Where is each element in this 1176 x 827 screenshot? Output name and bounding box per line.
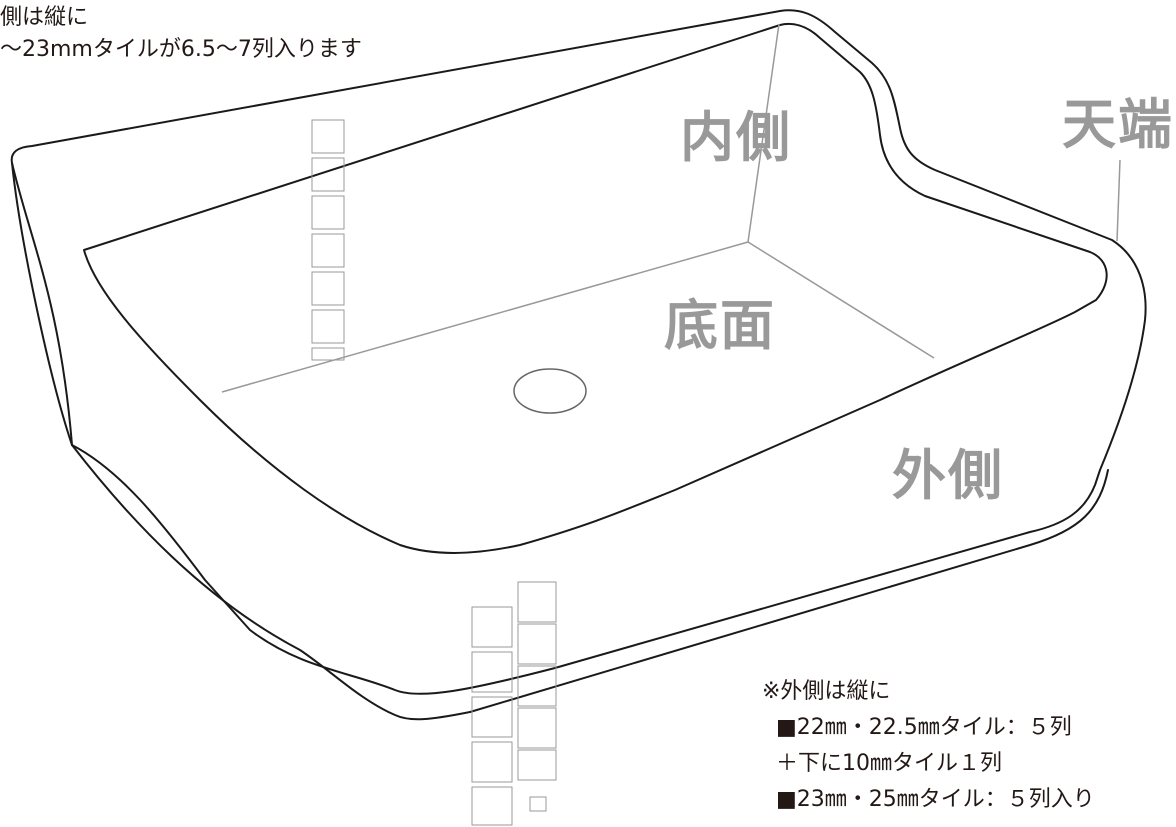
label-top-edge: 天端 — [1062, 93, 1174, 156]
outer-side-note: ※外側は縦に ■22㎜・22.5㎜タイル：５列 ＋下に10㎜タイル１列 ■23㎜… — [762, 674, 1095, 818]
outer-side-note-line-3: ＋下に10㎜タイル１列 — [776, 751, 1002, 776]
inner-rim-outline — [83, 22, 1108, 554]
inner-side-note-line-1: 側は縦に — [0, 5, 89, 30]
drain-hole — [513, 368, 587, 414]
floor-back-edge — [221, 241, 749, 393]
top-edge-leader-line — [1116, 159, 1121, 242]
inner-back-vertical-edge — [747, 23, 780, 243]
outer-wall-tiles — [471, 581, 557, 826]
inner-side-note-line-2: ～23mmタイルが6.5～7列入ります — [0, 37, 362, 62]
outer-side-note-line-1: ※外側は縦に — [762, 679, 891, 704]
outer-side-note-line-2: ■22㎜・22.5㎜タイル：５列 — [776, 715, 1072, 740]
inner-wall-tiles — [311, 119, 345, 361]
inner-side-note: 側は縦に ～23mmタイルが6.5～7列入ります — [0, 2, 362, 66]
label-inner-side: 内側 — [680, 106, 792, 169]
outer-side-note-line-4: ■23㎜・25㎜タイル：５列入り — [776, 787, 1095, 812]
floor-right-edge — [747, 241, 935, 359]
outer-side-bottom-edge — [71, 444, 471, 721]
label-outer-side: 外側 — [892, 444, 1004, 507]
outer-side-bottom-edge-right — [469, 469, 1109, 713]
outer-rim-outline — [10, 9, 1147, 695]
label-bottom-face: 底面 — [664, 294, 776, 357]
outer-side-left-edge — [11, 162, 73, 446]
